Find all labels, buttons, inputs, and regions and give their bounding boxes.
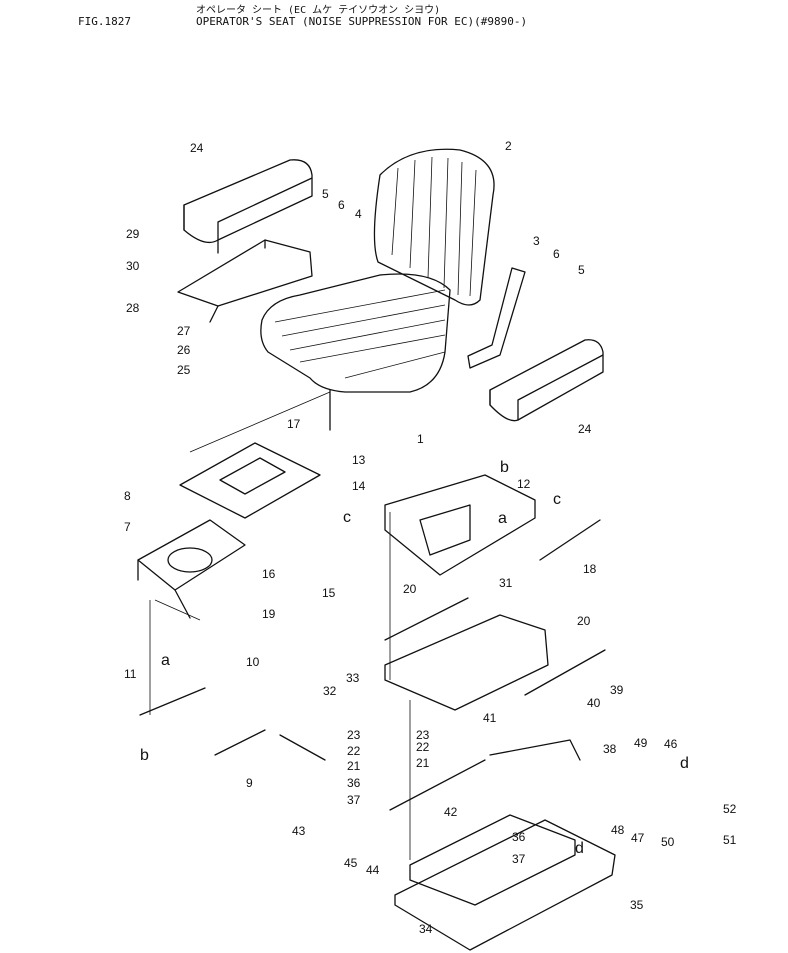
callout-49: 49 xyxy=(634,736,648,750)
figure-title: OPERATOR'S SEAT (NOISE SUPPRESSION FOR E… xyxy=(196,15,528,28)
callout-10: 10 xyxy=(246,655,260,669)
callout-47: 47 xyxy=(631,831,645,845)
callout-46: 46 xyxy=(664,737,678,751)
suspension-base xyxy=(384,474,536,576)
callout-50: 50 xyxy=(661,835,675,849)
callout-28: 28 xyxy=(126,301,140,315)
armrest-left xyxy=(183,159,313,254)
callout-45: 45 xyxy=(344,856,358,870)
figure-number: FIG.1827 xyxy=(78,15,131,28)
callout-21b: 21 xyxy=(416,756,430,770)
seat-backrest xyxy=(373,148,495,306)
connector-c: c xyxy=(343,509,351,526)
callout-3: 3 xyxy=(533,234,540,248)
callout-35: 35 xyxy=(630,898,644,912)
callout-15: 15 xyxy=(322,586,336,600)
lever-rod xyxy=(389,759,486,811)
callout-48: 48 xyxy=(611,823,625,837)
callout-12: 12 xyxy=(517,477,531,491)
callout-8: 8 xyxy=(124,489,131,503)
connector-line xyxy=(149,391,411,860)
callout-42: 42 xyxy=(444,805,458,819)
callout-14: 14 xyxy=(352,479,366,493)
callout-19: 19 xyxy=(262,607,276,621)
callout-41: 41 xyxy=(483,711,497,725)
callout-11: 11 xyxy=(124,667,137,681)
callout-24: 24 xyxy=(190,141,204,155)
callout-22: 22 xyxy=(347,744,361,758)
callout-30: 30 xyxy=(126,259,140,273)
callout-36: 36 xyxy=(347,776,361,790)
callout-5b: 5 xyxy=(578,263,585,277)
callout-23: 23 xyxy=(347,728,361,742)
lever-link xyxy=(489,739,581,761)
callout-27: 27 xyxy=(177,324,191,338)
callout-2: 2 xyxy=(505,139,512,153)
callout-40: 40 xyxy=(587,696,601,710)
callout-17: 17 xyxy=(287,417,301,431)
callout-6b: 6 xyxy=(553,247,560,261)
callout-37b: 37 xyxy=(512,852,526,866)
callout-labels: 24 2 5 6 4 29 3 6 5 30 28 27 26 25 24 1 … xyxy=(124,139,737,936)
callout-44: 44 xyxy=(366,863,380,877)
connector-b: b xyxy=(500,459,509,476)
seat-side-bracket xyxy=(467,267,526,369)
armrest-bracket-left xyxy=(177,239,313,323)
callout-25: 25 xyxy=(177,363,191,377)
mounting-frame xyxy=(179,442,321,519)
callout-34: 34 xyxy=(419,922,433,936)
callout-43: 43 xyxy=(292,824,306,838)
callout-13: 13 xyxy=(352,453,366,467)
callout-24b: 24 xyxy=(578,422,592,436)
callout-29: 29 xyxy=(126,227,140,241)
support-frame xyxy=(137,519,246,619)
seat-base-pan xyxy=(394,814,616,951)
slide-rail-right xyxy=(524,649,606,696)
callout-6: 6 xyxy=(338,198,345,212)
callout-23b: 23 xyxy=(416,728,430,742)
mounting-plate xyxy=(384,614,549,711)
callout-1: 1 xyxy=(417,432,424,446)
callout-38: 38 xyxy=(603,742,617,756)
callout-36b: 36 xyxy=(512,830,526,844)
lever-shaft xyxy=(139,687,326,761)
callout-5: 5 xyxy=(322,187,329,201)
callout-52: 52 xyxy=(723,802,737,816)
connector-b2: b xyxy=(140,747,149,764)
slide-rail-left xyxy=(384,597,469,641)
callout-22b: 22 xyxy=(416,740,430,754)
callout-4: 4 xyxy=(355,207,362,221)
callout-20: 20 xyxy=(403,582,417,596)
connector-c2: c xyxy=(553,491,561,508)
callout-7: 7 xyxy=(124,520,131,534)
connector-d2: d xyxy=(575,840,584,857)
japanese-title: オペレータ シート (EC ムケ テイソウオン シヨウ) xyxy=(196,5,441,16)
adjust-rod xyxy=(539,519,601,561)
callout-32: 32 xyxy=(323,684,337,698)
callout-16: 16 xyxy=(262,567,276,581)
callout-51: 51 xyxy=(723,833,737,847)
callout-26: 26 xyxy=(177,343,191,357)
connector-a: a xyxy=(161,652,170,669)
callout-39: 39 xyxy=(610,683,624,697)
connector-letters: b c c a a b d d xyxy=(140,459,689,857)
armrest-right xyxy=(489,339,604,422)
seat-cushion xyxy=(260,273,451,431)
connector-d: d xyxy=(680,755,689,772)
connector-a2: a xyxy=(498,510,507,527)
callout-18: 18 xyxy=(583,562,597,576)
callout-33: 33 xyxy=(346,671,360,685)
callout-31: 31 xyxy=(499,576,513,590)
callout-9: 9 xyxy=(246,776,253,790)
callout-20b: 20 xyxy=(577,614,591,628)
callout-37: 37 xyxy=(347,793,361,807)
callout-21: 21 xyxy=(347,759,361,773)
